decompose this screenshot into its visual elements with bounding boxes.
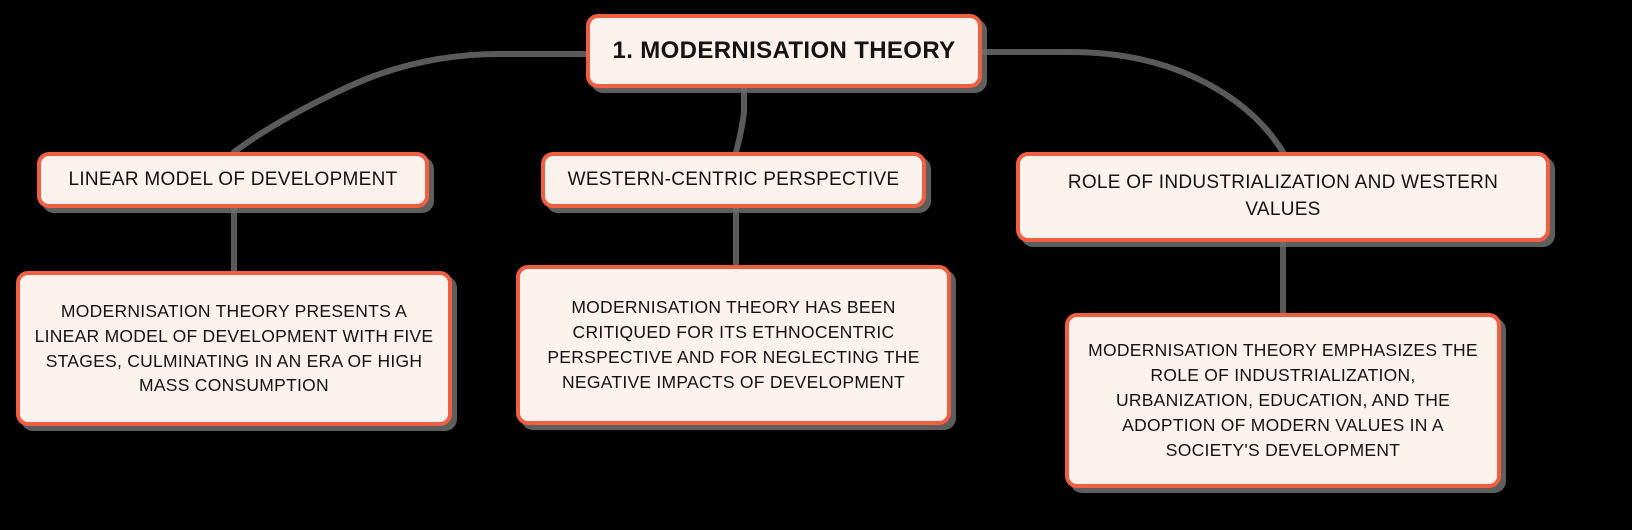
leaf-node-text: MODERNISATION THEORY PRESENTS A LINEAR M…	[34, 300, 434, 396]
connector-root-to-branch-3	[979, 49, 1286, 155]
leaf-node-text: MODERNISATION THEORY EMPHASIZES THE ROLE…	[1088, 340, 1478, 460]
root-node[interactable]: 1. MODERNISATION THEORY	[586, 14, 982, 88]
leaf-node-industrialization-detail[interactable]: MODERNISATION THEORY EMPHASIZES THE ROLE…	[1065, 313, 1501, 488]
branch-node-western-centric[interactable]: WESTERN-CENTRIC PERSPECTIVE	[541, 152, 926, 208]
root-node-label: 1. MODERNISATION THEORY	[612, 36, 956, 64]
leaf-node-linear-model-detail[interactable]: MODERNISATION THEORY PRESENTS A LINEAR M…	[16, 271, 452, 426]
branch-node-label: LINEAR MODEL OF DEVELOPMENT	[68, 168, 398, 190]
connector-root-to-branch-1	[231, 51, 589, 155]
connector-root-to-branch-2	[733, 85, 747, 155]
branch-node-label: WESTERN-CENTRIC PERSPECTIVE	[567, 168, 900, 190]
branch-node-label: ROLE OF INDUSTRIALIZATION AND WESTERN VA…	[1067, 172, 1499, 220]
leaf-node-text: MODERNISATION THEORY HAS BEEN CRITIQUED …	[547, 297, 920, 392]
branch-node-linear-model[interactable]: LINEAR MODEL OF DEVELOPMENT	[37, 152, 429, 208]
branch-node-industrialization[interactable]: ROLE OF INDUSTRIALIZATION AND WESTERN VA…	[1016, 152, 1550, 242]
leaf-node-western-centric-detail[interactable]: MODERNISATION THEORY HAS BEEN CRITIQUED …	[516, 265, 951, 425]
